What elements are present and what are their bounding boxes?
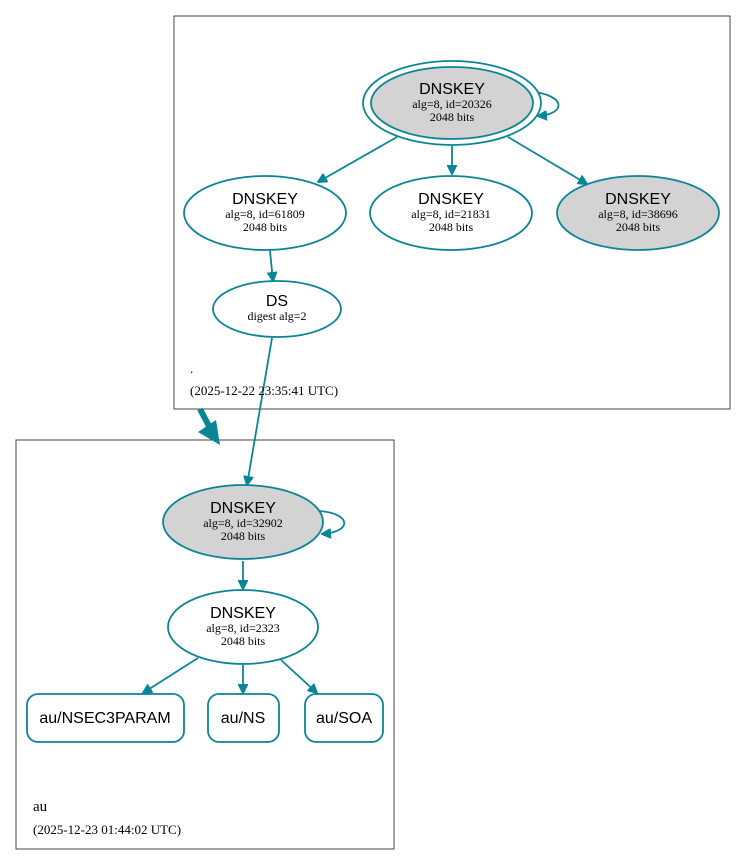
node-root-zsk-21831[interactable]: DNSKEY alg=8, id=21831 2048 bits	[369, 175, 533, 251]
edge-au-ksk-self	[319, 510, 345, 534]
node-au-nsec3param[interactable]: au/NSEC3PARAM	[26, 693, 185, 743]
node-root-zsk3-line2: 2048 bits	[616, 220, 661, 234]
node-au-soa[interactable]: au/SOA	[304, 693, 384, 743]
node-au-zsk[interactable]: DNSKEY alg=8, id=2323 2048 bits	[167, 589, 319, 665]
node-au-ksk[interactable]: DNSKEY alg=8, id=32902 2048 bits	[162, 484, 324, 560]
root-zone-timestamp: (2025-12-22 23:35:41 UTC)	[190, 383, 338, 398]
node-root-ksk[interactable]: DNSKEY alg=8, id=20326 2048 bits	[362, 60, 542, 146]
node-root-zsk-61809[interactable]: DNSKEY alg=8, id=61809 2048 bits	[183, 175, 347, 251]
node-ds-title: DS	[266, 293, 288, 310]
node-root-zsk2-line2: 2048 bits	[429, 220, 474, 234]
delegation-arrow	[197, 407, 220, 445]
node-root-zsk-38696[interactable]: DNSKEY alg=8, id=38696 2048 bits	[556, 175, 720, 251]
node-root-zsk3-line1: alg=8, id=38696	[598, 207, 678, 221]
au-zone-name: au	[33, 799, 48, 815]
edge-au-zsk-nsec3param	[143, 657, 199, 693]
edge-root-ksk-zsk3	[507, 136, 587, 184]
node-au-nsec3param-label: au/NSEC3PARAM	[39, 710, 170, 727]
node-root-zsk2-title: DNSKEY	[418, 191, 484, 208]
node-au-ksk-line2: 2048 bits	[221, 529, 266, 543]
node-au-ns[interactable]: au/NS	[207, 693, 280, 743]
node-au-zsk-line1: alg=8, id=2323	[206, 621, 280, 635]
node-au-ns-label: au/NS	[221, 710, 265, 727]
node-au-soa-label: au/SOA	[316, 710, 372, 727]
node-root-zsk1-line2: 2048 bits	[243, 220, 288, 234]
node-root-ksk-line1: alg=8, id=20326	[412, 97, 492, 111]
edge-au-zsk-soa	[280, 659, 317, 693]
root-zone-name: .	[190, 361, 193, 376]
edge-zsk1-ds	[270, 250, 273, 281]
node-ds-line1: digest alg=2	[247, 309, 306, 323]
node-root-zsk2-line1: alg=8, id=21831	[411, 207, 491, 221]
node-root-zsk1-line1: alg=8, id=61809	[225, 207, 305, 221]
edge-root-ksk-self	[533, 91, 560, 116]
node-au-ksk-line1: alg=8, id=32902	[203, 516, 283, 530]
edge-root-ksk-zsk1	[318, 136, 398, 182]
node-au-zsk-line2: 2048 bits	[221, 634, 266, 648]
node-root-ksk-line2: 2048 bits	[430, 110, 475, 124]
au-zone-timestamp: (2025-12-23 01:44:02 UTC)	[33, 822, 181, 837]
node-au-ksk-title: DNSKEY	[210, 500, 276, 517]
node-root-zsk1-title: DNSKEY	[232, 191, 298, 208]
node-au-zsk-title: DNSKEY	[210, 605, 276, 622]
edge-ds-au-ksk	[247, 337, 273, 485]
node-ds[interactable]: DS digest alg=2	[212, 280, 342, 338]
node-root-ksk-title: DNSKEY	[419, 81, 485, 98]
node-root-zsk3-title: DNSKEY	[605, 191, 671, 208]
